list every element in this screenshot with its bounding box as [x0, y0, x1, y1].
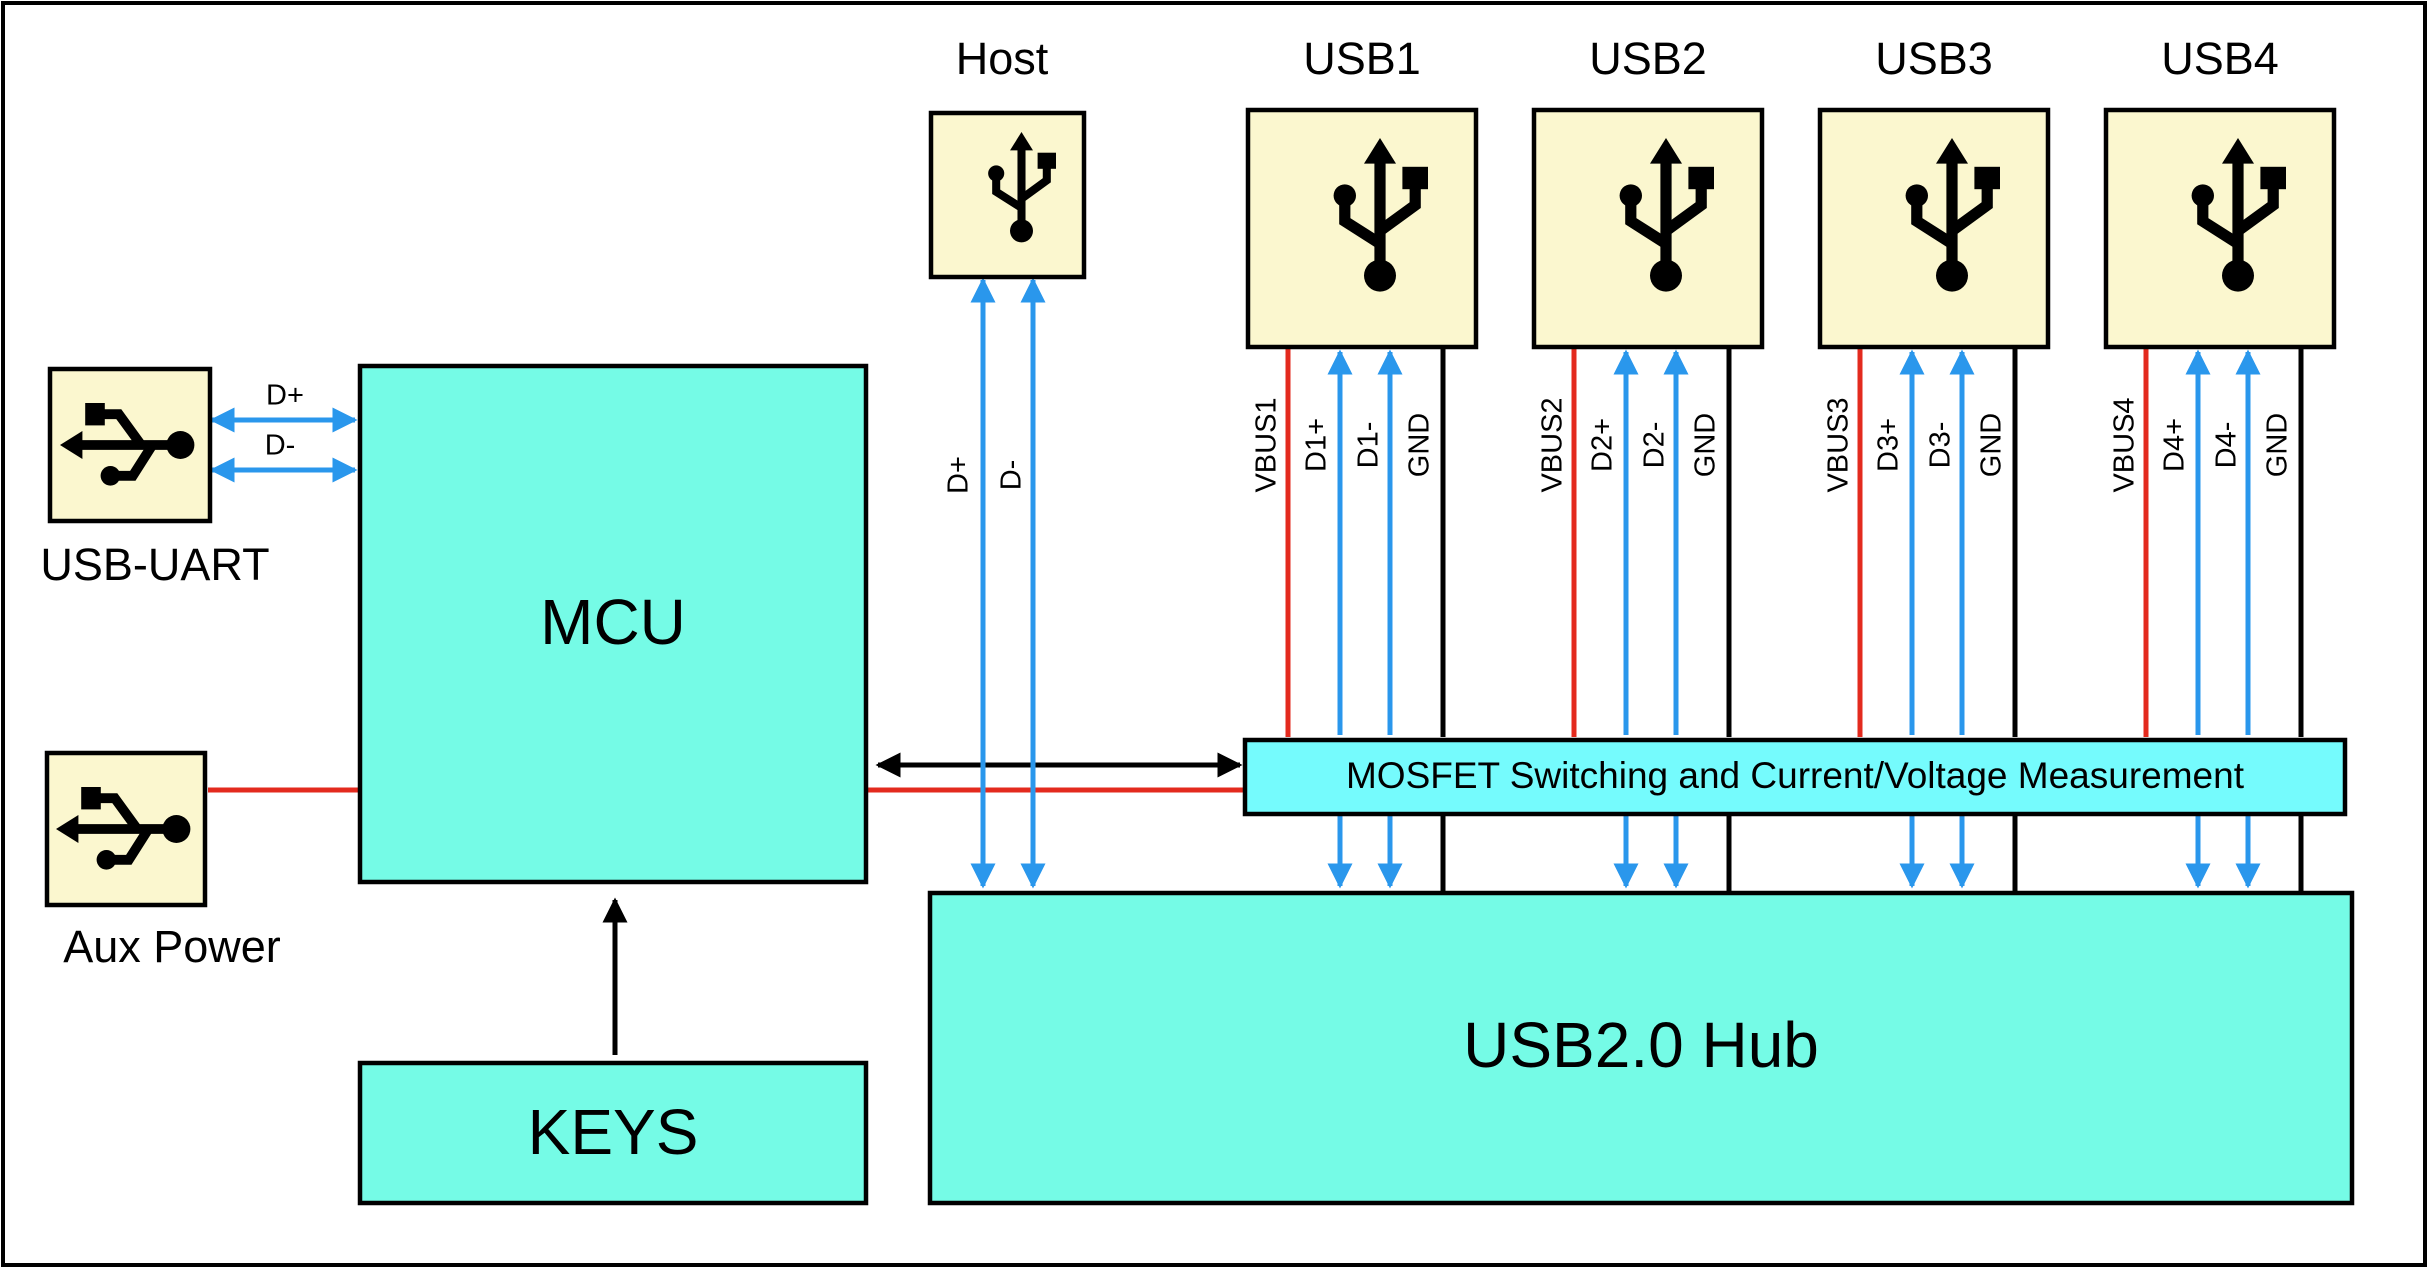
usb-hub-block [927, 890, 2355, 1206]
port-label: USB1 [1303, 33, 1421, 84]
vbus-label: VBUS3 [1823, 397, 1855, 492]
port-wires-1 [1285, 348, 1446, 892]
usb-port-1: USB1 VBUS1 D1+ D1- GND [1245, 33, 1479, 493]
host-dplus-label: D+ [943, 456, 975, 494]
port-wires-3 [1857, 348, 2018, 892]
usb-port-3: USB3 VBUS3 D3+ D3- GND [1817, 33, 2051, 493]
dminus-label: D2- [1639, 422, 1671, 469]
dplus-label: D3+ [1873, 418, 1905, 472]
port-wires-4 [2143, 348, 2304, 892]
port-label: USB4 [2161, 33, 2279, 84]
host-dminus-label: D- [996, 460, 1028, 491]
vbus-label: VBUS1 [1251, 397, 1283, 492]
port-label: USB3 [1875, 33, 1993, 84]
usb-hub-label: USB2.0 Hub [1463, 1009, 1819, 1081]
dminus-label: D1- [1353, 422, 1385, 469]
uart-dplus-label: D+ [266, 380, 304, 412]
gnd-label: GND [1976, 413, 2008, 477]
host-label: Host [956, 33, 1049, 84]
keys-label: KEYS [528, 1096, 699, 1168]
usb-port-2: USB2 VBUS2 D2+ D2- GND [1531, 33, 1765, 493]
usb-uart-label: USB-UART [40, 539, 269, 590]
gnd-label: GND [1404, 413, 1436, 477]
dplus-label: D1+ [1301, 418, 1333, 472]
mosfet-label: MOSFET Switching and Current/Voltage Mea… [1346, 755, 2245, 796]
dplus-label: D2+ [1587, 418, 1619, 472]
aux-power-label: Aux Power [63, 921, 281, 972]
vbus-label: VBUS4 [2109, 397, 2141, 492]
keys-block [357, 1060, 869, 1206]
port-wires-2 [1571, 348, 1732, 892]
mcu-label: MCU [540, 586, 686, 658]
mcu-block [357, 363, 869, 885]
usb-port-4: USB4 VBUS4 D4+ D4- GND [2103, 33, 2337, 493]
gnd-label: GND [2262, 413, 2294, 477]
dplus-label: D4+ [2159, 418, 2191, 472]
uart-dminus-label: D- [265, 430, 296, 462]
dminus-label: D3- [1925, 422, 1957, 469]
mosfet-block [1242, 737, 2348, 817]
gnd-label: GND [1690, 413, 1722, 477]
dminus-label: D4- [2211, 422, 2243, 469]
vbus-label: VBUS2 [1537, 397, 1569, 492]
port-label: USB2 [1589, 33, 1707, 84]
